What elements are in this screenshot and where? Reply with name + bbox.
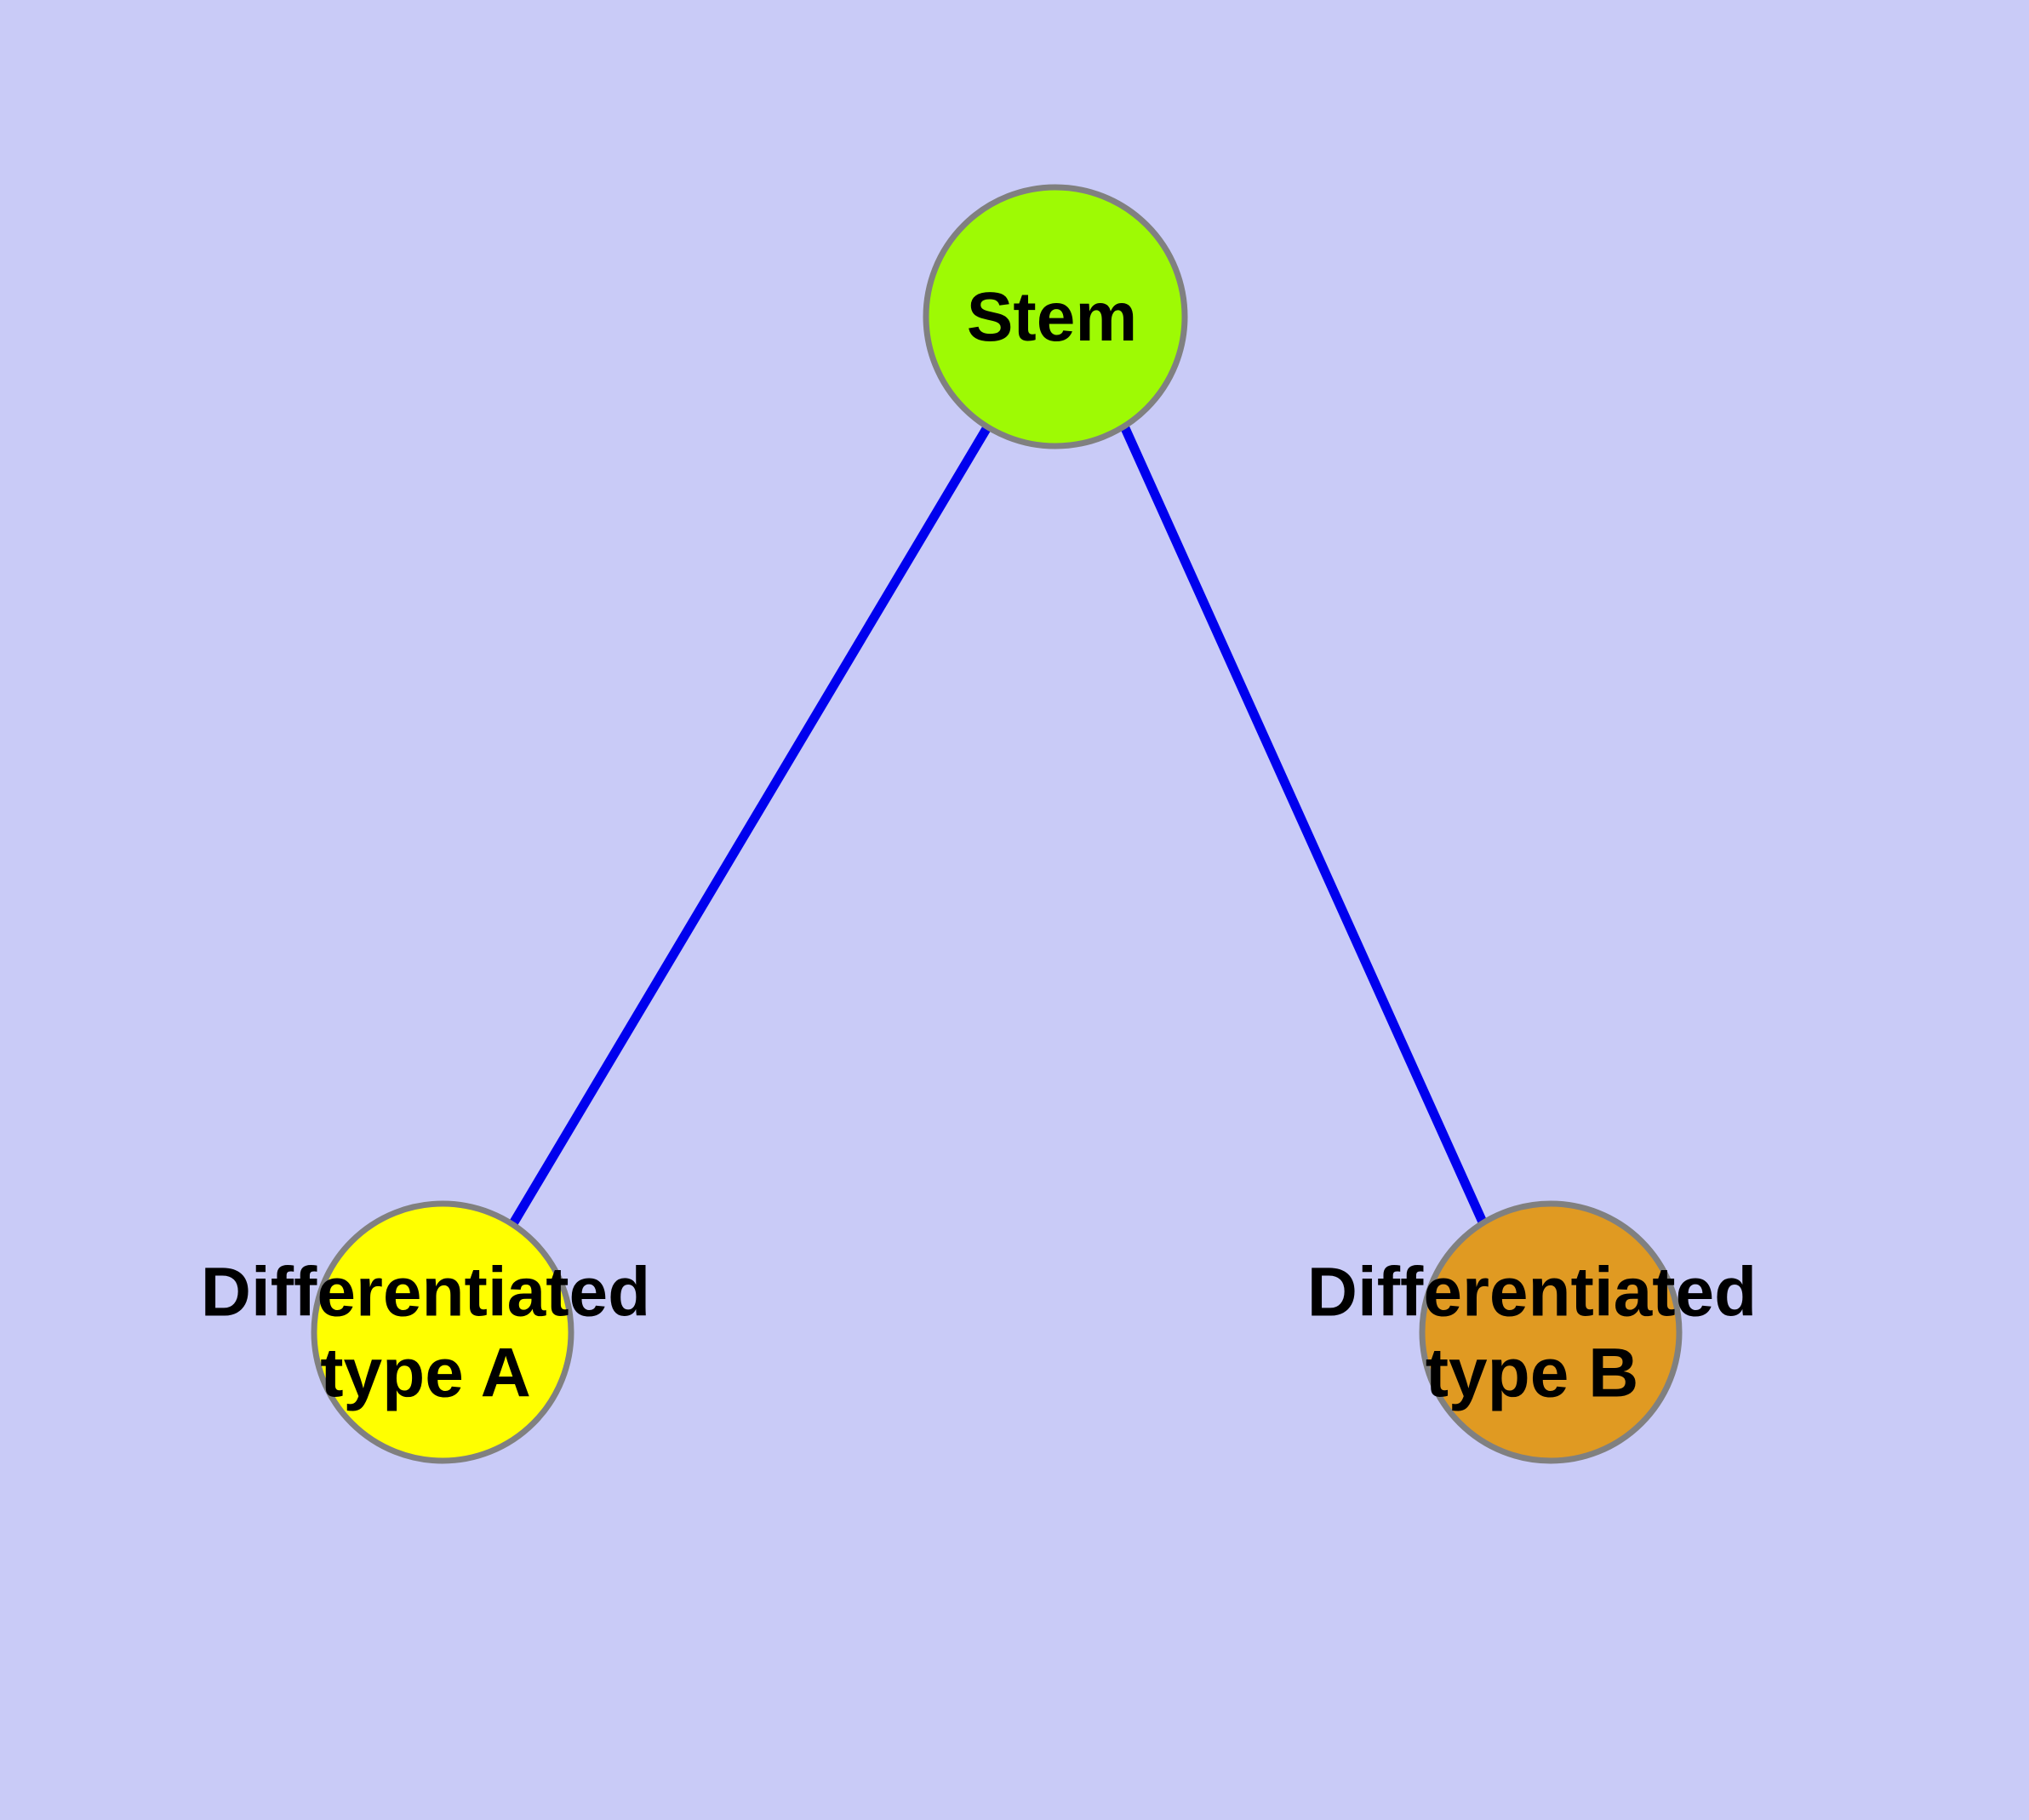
- nodes-layer: [311, 184, 1683, 1464]
- graph-node-label-line: Stem: [967, 278, 1138, 356]
- graph-node-diff_a[interactable]: [311, 1200, 574, 1464]
- graph-node-stem[interactable]: [923, 184, 1188, 449]
- graph-node-label-line: type A: [320, 1334, 531, 1411]
- graph-node-label-line: type B: [1426, 1334, 1639, 1411]
- graph-edge-stem-to-diff_b[interactable]: [1120, 426, 1489, 1228]
- graph-node-diff_b[interactable]: [1419, 1200, 1683, 1464]
- graph-node-label-line: Differentiated: [1307, 1253, 1758, 1331]
- graph-node-label-line: Differentiated: [201, 1253, 651, 1331]
- graph-edge-stem-to-diff_a[interactable]: [508, 425, 992, 1228]
- graph-node-label-stem: Stem: [967, 278, 1138, 356]
- edges-layer: [508, 425, 1489, 1228]
